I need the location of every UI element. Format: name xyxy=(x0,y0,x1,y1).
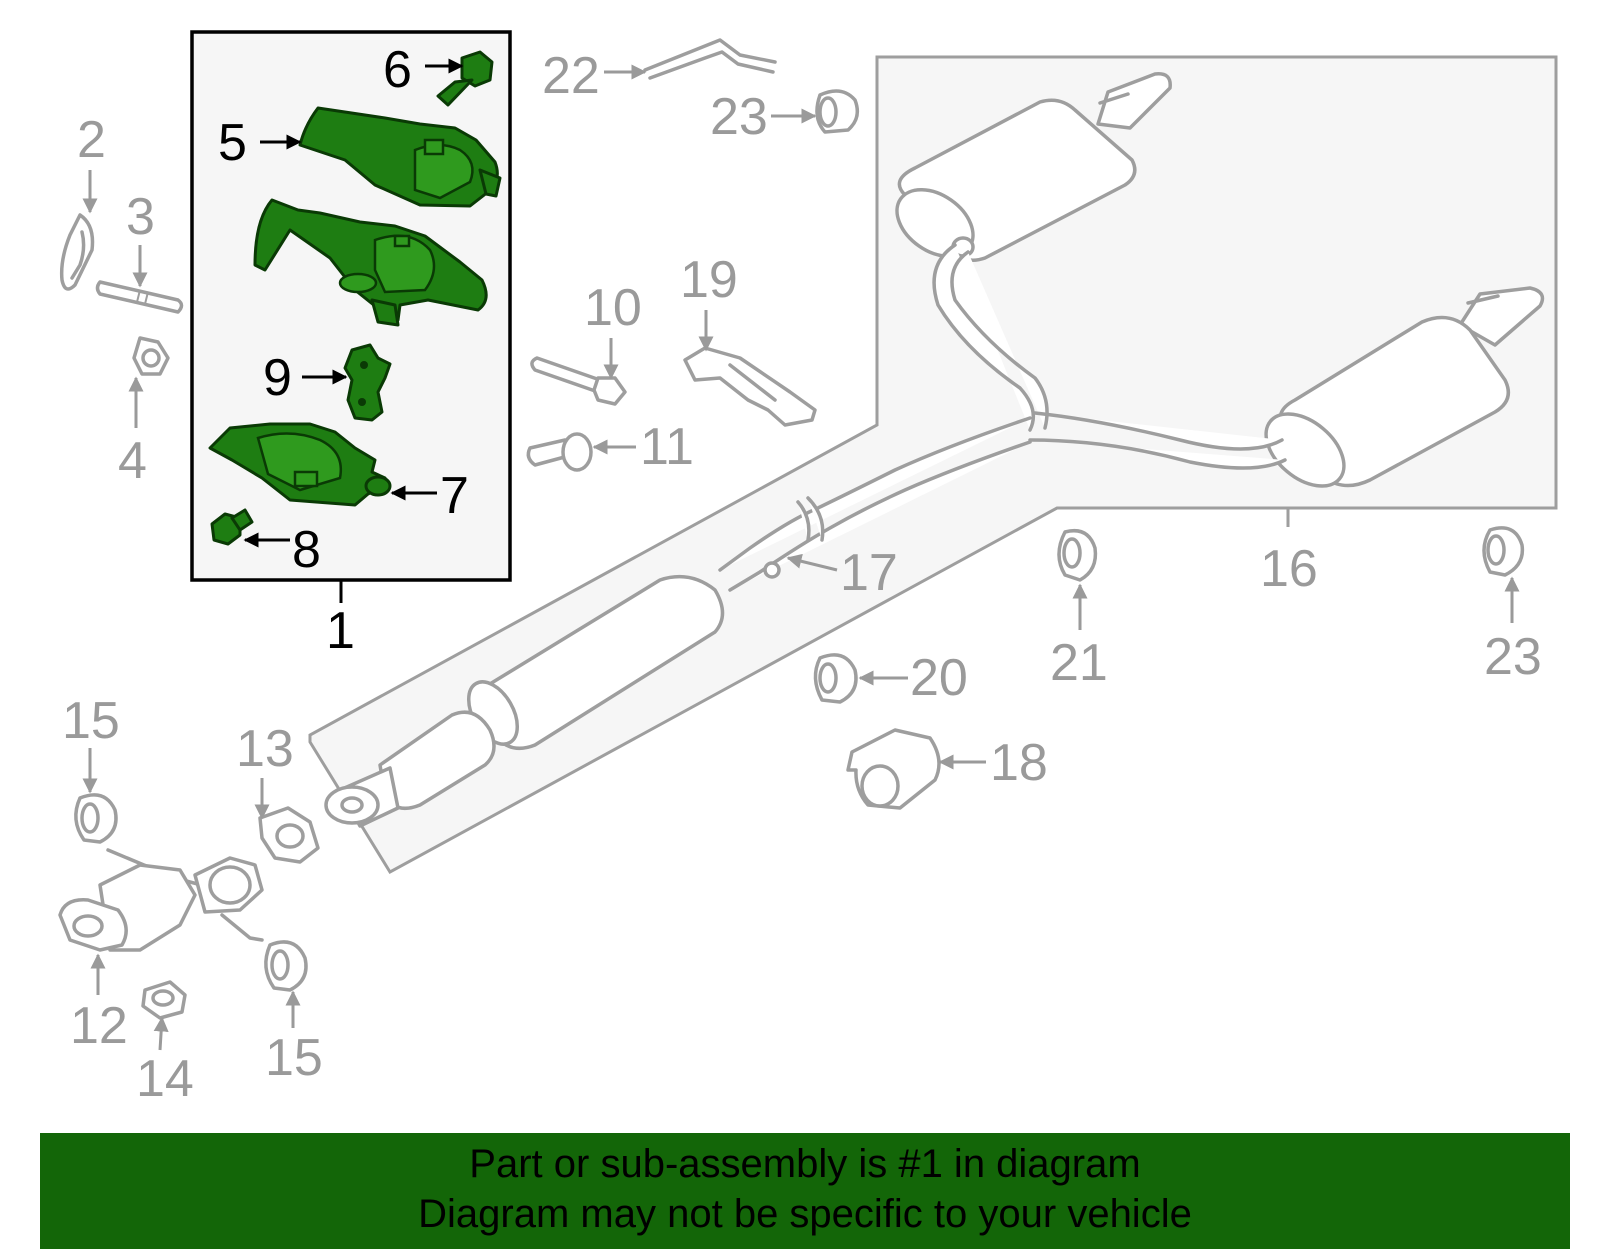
leader-arrows xyxy=(82,58,1520,1051)
lower-catalytic-converter-part-1 xyxy=(253,198,488,327)
isolator-part-21 xyxy=(1057,529,1098,582)
isolator-part-23-right xyxy=(1482,526,1525,577)
callout-19: 19 xyxy=(680,251,738,309)
isolator-part-15-top xyxy=(74,793,118,844)
banner-line-2: Diagram may not be specific to your vehi… xyxy=(418,1192,1192,1236)
bracket-part-9 xyxy=(343,343,392,422)
stud-part-3 xyxy=(95,280,184,314)
nut-part-14 xyxy=(141,980,187,1020)
banner-line-1: Part or sub-assembly is #1 in diagram xyxy=(469,1142,1141,1186)
notice-banner: Part or sub-assembly is #1 in diagram Di… xyxy=(40,1133,1570,1249)
callout-10: 10 xyxy=(584,279,642,337)
callout-15: 15 xyxy=(62,692,120,750)
upper-catalytic-converter-part-5 xyxy=(298,106,502,208)
callout-22: 22 xyxy=(542,47,600,105)
callout-3: 3 xyxy=(126,188,155,246)
arrow-icon xyxy=(786,553,838,572)
callout-13: 13 xyxy=(236,720,294,778)
callout-18: 18 xyxy=(990,734,1048,792)
isolator-part-20 xyxy=(813,653,858,704)
callout-labels: 1 2 3 4 5 6 7 8 9 10 11 12 13 14 15 15 1… xyxy=(62,41,1542,1108)
callout-15: 15 xyxy=(265,1029,323,1087)
callout-4: 4 xyxy=(118,432,147,490)
front-pipe-part-12 xyxy=(58,848,264,952)
callout-21: 21 xyxy=(1050,634,1108,692)
isolator-part-15-bottom xyxy=(264,940,308,992)
callout-1: 1 xyxy=(326,602,355,660)
callout-16: 16 xyxy=(1260,540,1318,598)
callout-17: 17 xyxy=(840,544,898,602)
callout-2: 2 xyxy=(77,111,106,169)
bolt-part-8 xyxy=(210,508,254,546)
hanger-rod-part-22 xyxy=(643,38,777,80)
callout-5: 5 xyxy=(218,114,247,172)
clamp-part-18 xyxy=(846,728,941,810)
bolt-part-6 xyxy=(436,50,494,107)
bracket-part-19 xyxy=(683,346,817,427)
gasket-part-2 xyxy=(59,213,95,291)
callout-20: 20 xyxy=(910,649,968,707)
rear-mufflers-part-16 xyxy=(895,72,1545,527)
nut-part-4 xyxy=(132,336,170,376)
callout-8: 8 xyxy=(292,521,321,579)
callout-7: 7 xyxy=(440,467,469,525)
callout-9: 9 xyxy=(263,349,292,407)
callout-23: 23 xyxy=(710,88,768,146)
callout-23: 23 xyxy=(1484,628,1542,686)
callout-12: 12 xyxy=(70,997,128,1055)
gasket-part-13 xyxy=(258,806,320,864)
callout-6: 6 xyxy=(383,41,412,99)
callout-14: 14 xyxy=(136,1050,194,1108)
front-catalytic-converter-part-7 xyxy=(208,422,392,507)
callout-11: 11 xyxy=(640,418,694,476)
arrow-icon xyxy=(153,1016,169,1051)
isolator-part-23-top xyxy=(815,89,860,134)
center-pipe-part-17 xyxy=(324,416,1032,828)
bolt-part-11 xyxy=(526,432,593,472)
